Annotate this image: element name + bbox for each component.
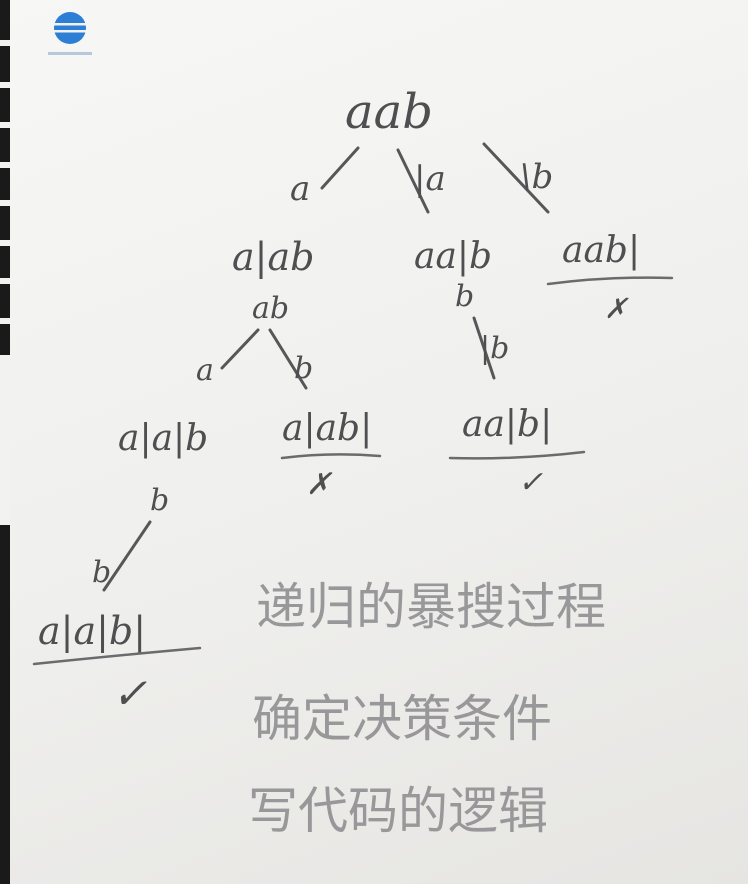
edge-label-root-right: \b [520,157,553,197]
node-aa-b-sub: b [455,279,474,314]
node-aa-b-end: aa|b| [462,404,552,445]
underline-a-ab-end [280,453,382,460]
edge-n1-left [220,328,260,370]
edge-label-n2-down: |b [480,331,509,366]
edge-label-n1-right: b [294,351,313,386]
underline-aab-end [546,276,674,286]
node-aa-b: aa|b [414,236,492,277]
node-a-a-b-end: a|a|b| [38,609,146,653]
underline-aa-b-end [448,450,586,460]
node-a-ab: a|ab [232,235,314,279]
edge-root-right [482,142,550,214]
note-line-3: 写代码的逻辑 [248,782,548,840]
edge-label-n3-down: b [92,555,111,590]
edge-n2-down [472,316,496,380]
node-a-a-b: a|a|b [118,418,208,459]
node-aab-end-mark: ✗ [604,292,629,325]
note-line-1: 递归的暴搜过程 [256,578,606,636]
edge-n3-down [102,520,152,592]
node-a-a-b-sub: b [150,483,169,518]
edge-n1-right [268,328,308,390]
underline-a-a-b-end [32,646,202,666]
node-a-ab-sub: ab [252,291,289,326]
node-a-a-b-end-mark: ✓ [112,669,147,718]
tree-root-label: aab [345,84,433,140]
edge-root-left [320,146,360,190]
left-edge-strip [0,0,10,884]
note-line-2: 确定决策条件 [252,690,552,748]
node-a-ab-end-mark: ✗ [306,467,333,502]
edge-label-n1-left: a [196,353,214,388]
blue-sphere-logo-icon [48,12,92,55]
node-a-ab-end: a|ab| [282,408,372,449]
edge-label-root-left: a [290,169,310,209]
node-aab-end: aab| [562,230,640,271]
edge-root-mid [396,148,430,214]
edge-label-root-mid: |a [414,159,446,199]
node-aa-b-end-mark: ✓ [518,465,543,500]
